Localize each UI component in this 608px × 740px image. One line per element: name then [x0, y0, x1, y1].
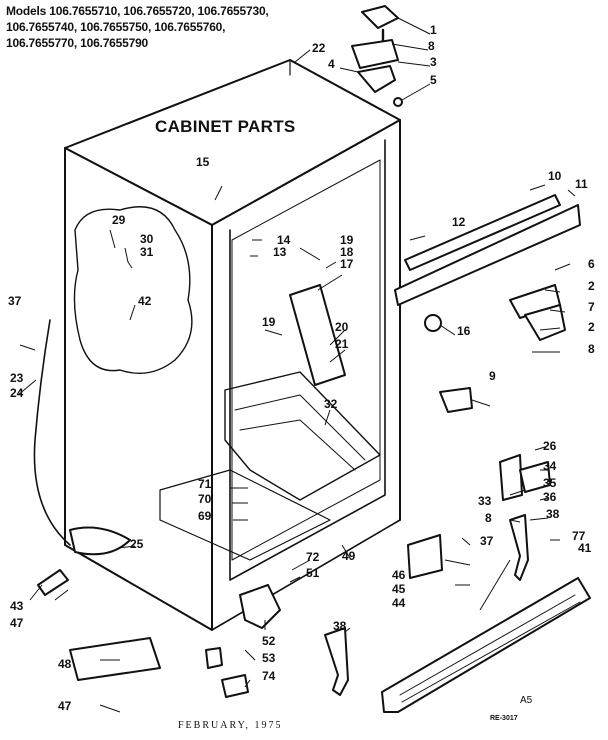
callout-number: 8 [485, 511, 492, 525]
callout-number: 25 [130, 537, 144, 551]
callout-number: 2 [588, 320, 595, 334]
callout-number: 49 [342, 549, 356, 563]
callout-number: 21 [335, 337, 349, 351]
side-cutaway-blob [73, 206, 193, 374]
callout-number: 12 [452, 215, 466, 229]
callout-number: 2 [588, 279, 595, 293]
callout-number: 38 [546, 507, 560, 521]
callout-number: 51 [306, 566, 320, 580]
freezer-floor-ribs [234, 394, 366, 471]
callout-number: 17 [340, 257, 354, 271]
callout-number: 20 [335, 320, 349, 334]
callout-number: 33 [478, 494, 492, 508]
drain-tube [33, 319, 71, 546]
hinge-washer [393, 97, 403, 107]
callout-number: 47 [10, 616, 24, 630]
callout-number: 30 [140, 232, 154, 246]
callout-number: 8 [428, 39, 435, 53]
base-grille-slots [399, 594, 581, 703]
callout-number: 37 [480, 534, 494, 548]
evap-gasket [69, 526, 131, 556]
hinge-bracket [357, 65, 396, 93]
callout-number: 37 [8, 294, 22, 308]
callout-number: 35 [543, 476, 557, 490]
lower-hinge-arm [509, 514, 529, 581]
model-list-line-1: Models 106.7655710, 106.7655720, 106.765… [6, 4, 269, 18]
callout-number: 19 [340, 233, 354, 247]
callout-number: 11 [575, 177, 588, 191]
callout-number: 15 [196, 155, 210, 169]
callout-number: 70 [198, 492, 212, 506]
callout-number: 46 [392, 568, 406, 582]
callout-number: 10 [548, 169, 562, 183]
door-stop [221, 674, 249, 698]
model-list-line-3: 106.7655770, 106.7655790 [6, 36, 149, 50]
callout-number: 29 [112, 213, 126, 227]
callout-number: 13 [273, 245, 287, 259]
callout-number: 22 [312, 41, 326, 55]
callout-number: 9 [489, 369, 496, 383]
callout-number: 18 [340, 245, 354, 259]
cover-plate [407, 534, 443, 579]
callout-number: 5 [430, 73, 437, 87]
drawing-code: RE-3017 [490, 715, 518, 722]
cabinet-base-tray [159, 469, 331, 561]
callout-number: 53 [262, 651, 276, 665]
callout-number: 19 [262, 315, 276, 329]
callout-number: 45 [392, 582, 406, 596]
callout-number: 71 [198, 477, 212, 491]
top-hinge-plate [351, 39, 399, 69]
cabinet-inner-liner [231, 159, 381, 561]
callout-number: 24 [10, 386, 24, 400]
breaker-strip-lower [394, 204, 581, 306]
breaker-strip-upper [404, 194, 561, 271]
callout-number: 1 [430, 23, 437, 37]
sheet-mark: A5 [520, 695, 533, 706]
callout-number: 23 [10, 371, 24, 385]
roller-bracket [69, 637, 161, 681]
callout-number: 34 [543, 459, 557, 473]
callout-number: 52 [262, 634, 276, 648]
model-list-line-2: 106.7655740, 106.7655750, 106.7655760, [6, 20, 226, 34]
callout-number: 38 [333, 619, 347, 633]
diagram-date: FEBRUARY, 1975 [178, 720, 283, 731]
callout-number: 43 [10, 599, 24, 613]
drain-fitting [37, 569, 69, 596]
callout-number: 77 [572, 529, 586, 543]
callout-number: 26 [543, 439, 557, 453]
callout-number: 41 [578, 541, 592, 555]
callout-number: 14 [277, 233, 291, 247]
hinge-cover [361, 5, 399, 29]
callout-number: 7 [588, 300, 595, 314]
callout-number: 6 [588, 257, 595, 271]
callout-number: 72 [306, 550, 320, 564]
lower-hinge-plate [499, 454, 523, 501]
drain-clip [439, 387, 473, 413]
callout-number: 16 [457, 324, 471, 338]
callout-number: 36 [543, 490, 557, 504]
diagram-title: CABINET PARTS [155, 117, 296, 136]
right-hinge-bracket [524, 304, 566, 341]
callout-number: 3 [430, 55, 437, 69]
callout-number: 32 [324, 397, 338, 411]
callout-number: 31 [140, 245, 154, 259]
callout-number: 47 [58, 699, 72, 713]
leveling-bracket [239, 584, 281, 629]
freezer-floor-pan [224, 371, 381, 501]
door-stop-plug [424, 314, 442, 332]
base-grille [381, 577, 591, 713]
callout-number: 8 [588, 342, 595, 356]
callout-number: 69 [198, 509, 212, 523]
caster-foot [205, 647, 223, 669]
callout-number: 74 [262, 669, 276, 683]
thermostat-bracket [289, 284, 346, 386]
callout-number: 48 [58, 657, 72, 671]
callout-number: 42 [138, 294, 152, 308]
callout-number: 44 [392, 596, 406, 610]
lower-hinge-arm-alt [324, 627, 349, 696]
callout-number: 4 [328, 57, 335, 71]
